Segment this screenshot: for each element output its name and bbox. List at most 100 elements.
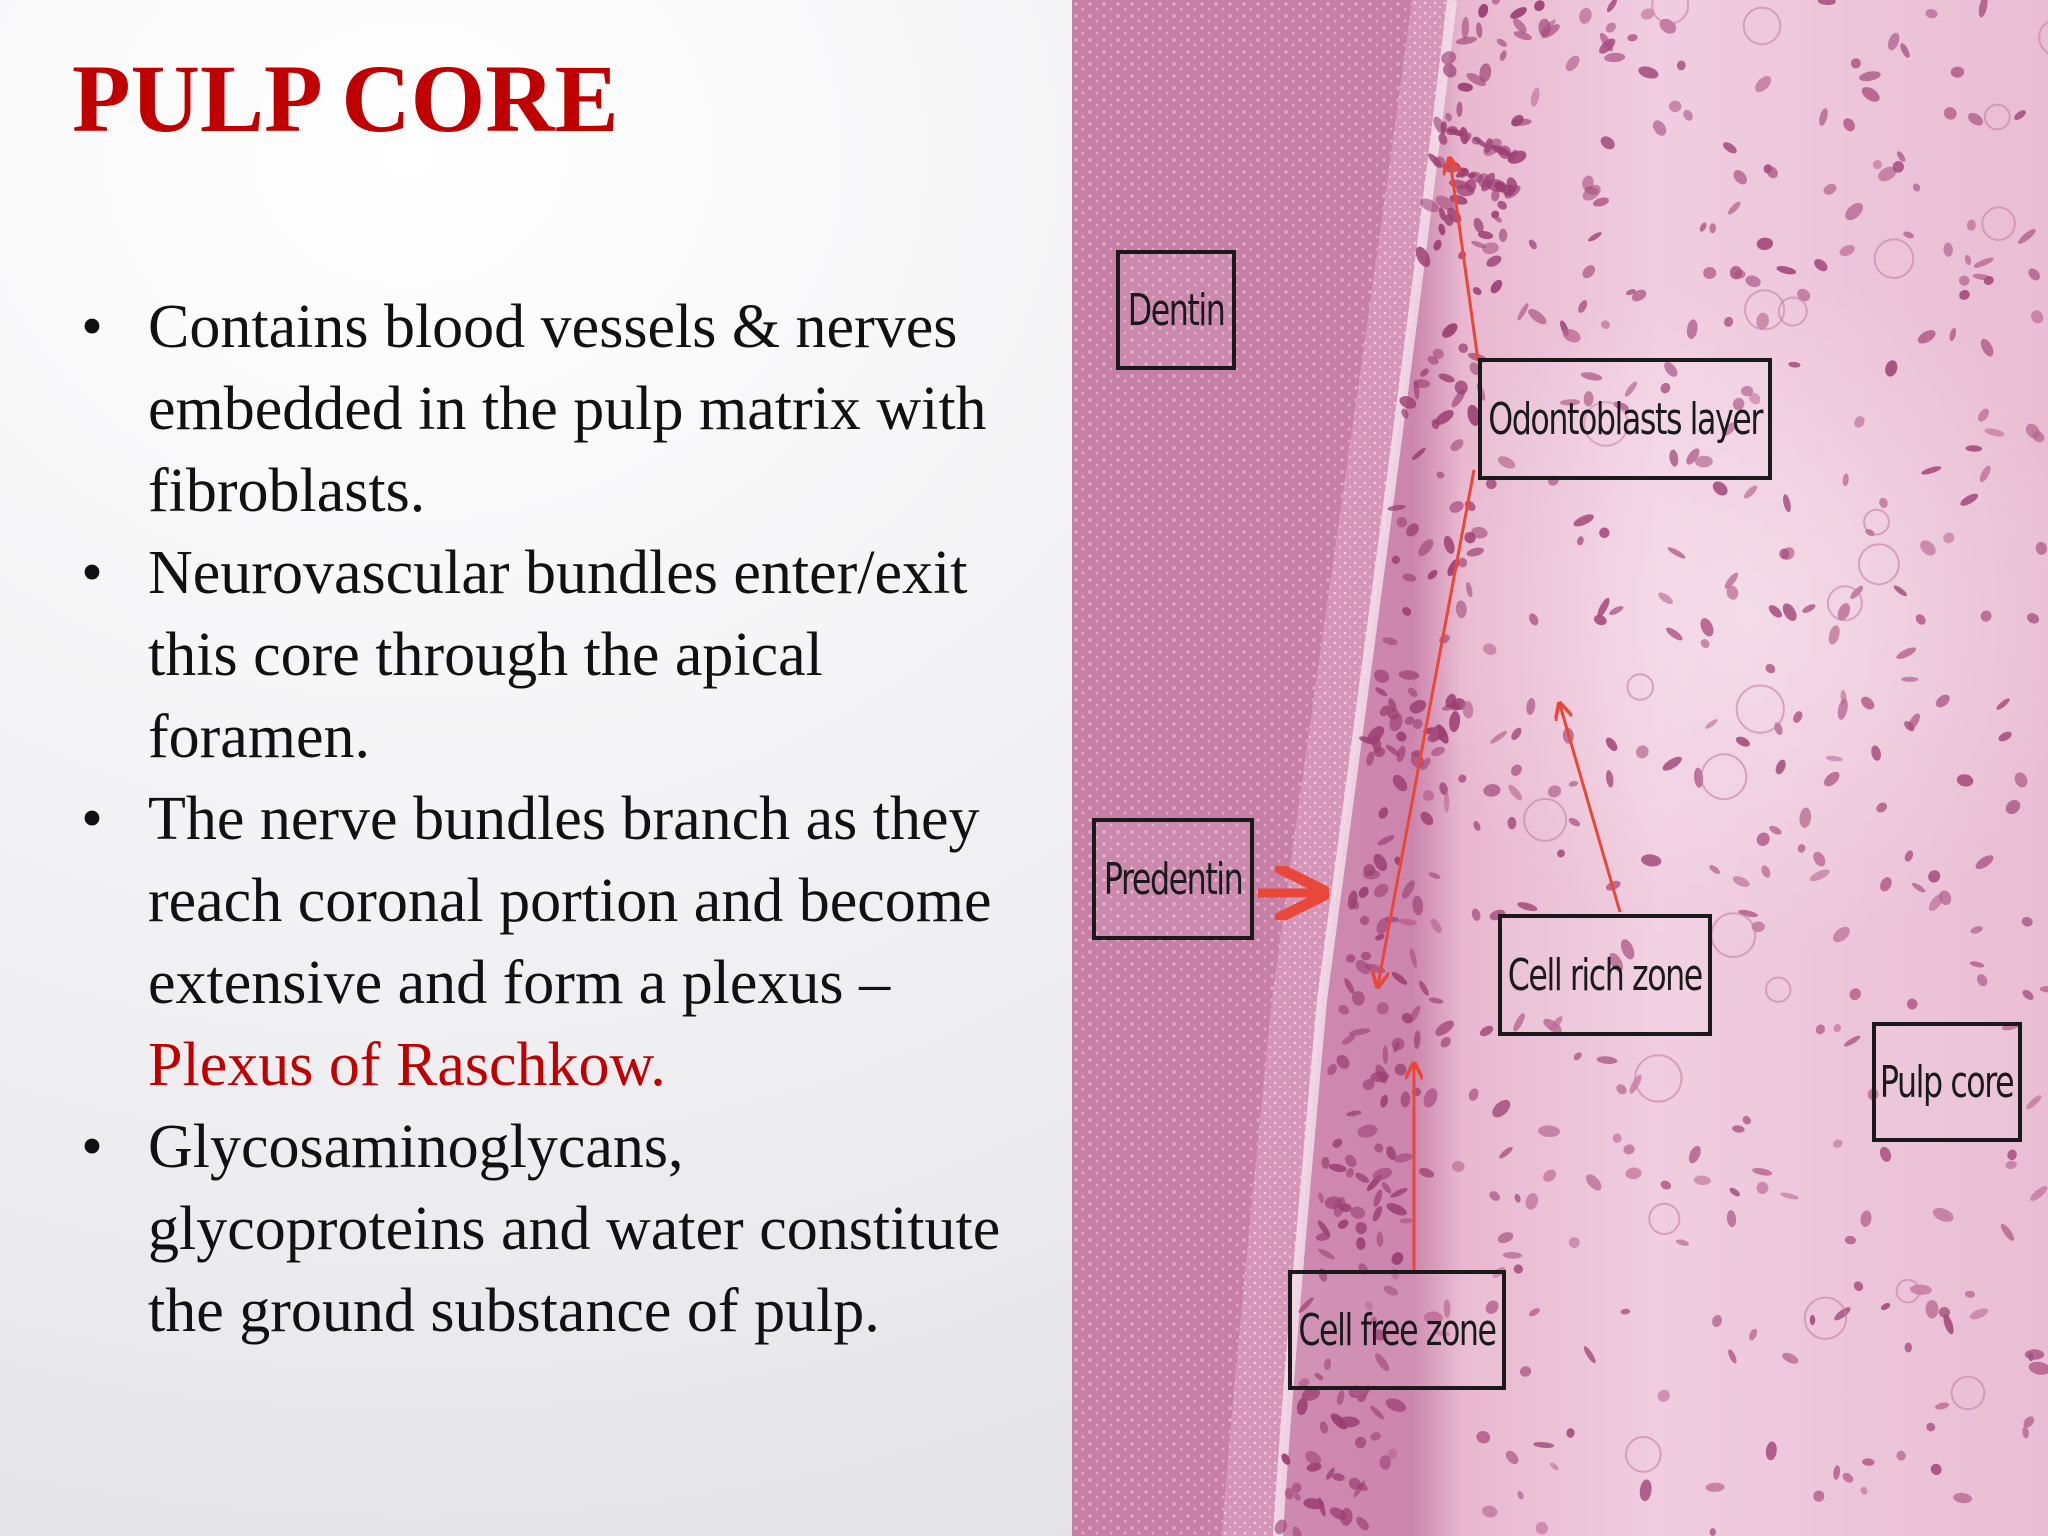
cell-nucleus <box>1471 240 1486 249</box>
cell-nucleus <box>1281 1453 1291 1465</box>
cell-nucleus <box>1879 497 1888 509</box>
cell-nucleus <box>1935 694 1950 708</box>
cell-nucleus <box>1517 902 1538 912</box>
cell-nucleus <box>1482 242 1499 255</box>
cell-nucleus <box>1984 428 2005 437</box>
bullet-dot: • <box>81 539 103 607</box>
cell-nucleus <box>1450 701 1461 711</box>
cell-nucleus <box>1328 1163 1347 1173</box>
cell-nucleus <box>1727 201 1741 215</box>
cell-nucleus <box>1625 289 1636 296</box>
cell-nucleus <box>1317 1220 1331 1237</box>
cell-nucleus <box>1935 1402 1950 1410</box>
cell-nucleus <box>1686 319 1698 340</box>
cell-nucleus <box>1428 872 1441 879</box>
cell-nucleus <box>1430 918 1442 934</box>
cell-nucleus <box>1700 639 1710 649</box>
cell-nucleus <box>1833 1139 1843 1148</box>
cell-nucleus <box>2005 1160 2017 1170</box>
cell-nucleus <box>1977 408 1990 422</box>
cell-nucleus <box>1538 18 1551 37</box>
cell-nucleus <box>1363 864 1376 877</box>
cell-nucleus <box>1593 197 1609 207</box>
vessel-profile <box>1981 206 2016 241</box>
cell-nucleus <box>1477 231 1494 240</box>
cell-nucleus <box>1411 1087 1422 1097</box>
cell-nucleus <box>2032 431 2045 443</box>
vessel-profile <box>1803 1296 1848 1340</box>
cell-nucleus <box>1432 348 1444 359</box>
cell-nucleus <box>1896 647 1917 659</box>
cell-nucleus <box>1577 536 1584 546</box>
cell-nucleus <box>1597 597 1610 618</box>
cell-nucleus <box>1301 1387 1320 1401</box>
cell-nucleus <box>2018 229 2036 244</box>
cell-nucleus <box>1332 1138 1343 1148</box>
cell-nucleus <box>1274 1519 1287 1535</box>
cell-nucleus <box>1413 380 1420 400</box>
vessel-profile <box>1742 6 1782 46</box>
cell-nucleus <box>1338 1004 1350 1015</box>
cell-nucleus <box>1880 877 1892 892</box>
cell-nucleus <box>1956 774 1974 787</box>
cell-nucleus <box>1980 610 1992 622</box>
cell-nucleus <box>1375 1064 1388 1084</box>
cell-nucleus <box>1813 851 1826 867</box>
cell-nucleus <box>1840 689 1847 705</box>
cell-nucleus <box>1837 698 1848 720</box>
cell-nucleus <box>1605 22 1616 33</box>
cell-nucleus <box>1712 1314 1722 1328</box>
cell-nucleus <box>1557 849 1565 858</box>
cell-nucleus <box>1703 266 1717 280</box>
cell-nucleus <box>1356 1237 1366 1250</box>
label-predentin: Predentin <box>1092 818 1254 940</box>
cell-nucleus <box>1880 1302 1891 1311</box>
bullet-dot: • <box>81 1113 103 1181</box>
cell-nucleus <box>1659 18 1677 34</box>
cell-nucleus <box>1379 1455 1391 1470</box>
cell-nucleus <box>1491 0 1500 5</box>
cell-nucleus <box>1344 978 1355 994</box>
bullet-item: • Glycosaminoglycans, glycoproteins and … <box>72 1106 1032 1352</box>
cell-nucleus <box>1435 409 1454 425</box>
cell-nucleus <box>1606 0 1618 13</box>
cell-nucleus <box>1768 605 1783 618</box>
cell-nucleus <box>1443 63 1457 78</box>
cell-nucleus <box>1384 916 1399 923</box>
cell-nucleus <box>1842 1472 1854 1483</box>
cell-nucleus <box>1485 1300 1499 1315</box>
cell-nucleus <box>1305 1451 1322 1466</box>
bullet-text: Contains blood vessels & nerves embedded… <box>148 293 987 525</box>
cell-nucleus <box>1900 43 1910 58</box>
cell-nucleus <box>1573 1052 1582 1061</box>
bullet-dot: • <box>81 293 103 361</box>
cell-nucleus <box>1423 1088 1438 1108</box>
arrow-odontoblast-down <box>1378 469 1476 985</box>
cell-nucleus <box>1492 1099 1511 1118</box>
cell-nucleus <box>2014 110 2026 121</box>
cell-nucleus <box>1568 817 1581 827</box>
cell-nucleus <box>1440 1036 1451 1048</box>
cell-nucleus <box>1925 1299 1939 1319</box>
cell-nucleus <box>1780 1192 1799 1200</box>
cell-nucleus <box>1550 1462 1559 1471</box>
cell-nucleus <box>1776 266 1797 275</box>
cell-nucleus <box>1568 780 1579 787</box>
cell-nucleus <box>1709 865 1720 874</box>
cell-nucleus <box>1489 1191 1500 1201</box>
cell-nucleus <box>1433 1330 1451 1337</box>
cell-nucleus <box>1943 1314 1954 1335</box>
cell-nucleus <box>1376 918 1389 935</box>
cell-nucleus <box>1438 223 1446 236</box>
cell-nucleus <box>2007 1149 2017 1161</box>
cell-nucleus <box>1399 1218 1414 1224</box>
cell-nucleus <box>1872 160 1882 170</box>
cell-nucleus <box>1583 391 1594 407</box>
cell-nucleus <box>1965 445 1983 452</box>
cell-nucleus <box>1332 1473 1345 1481</box>
cell-nucleus <box>1466 547 1484 557</box>
cell-nucleus <box>1292 1526 1302 1536</box>
cell-nucleus <box>1458 167 1470 177</box>
vessel-profile <box>1735 684 1785 734</box>
cell-nucleus <box>1479 63 1492 83</box>
